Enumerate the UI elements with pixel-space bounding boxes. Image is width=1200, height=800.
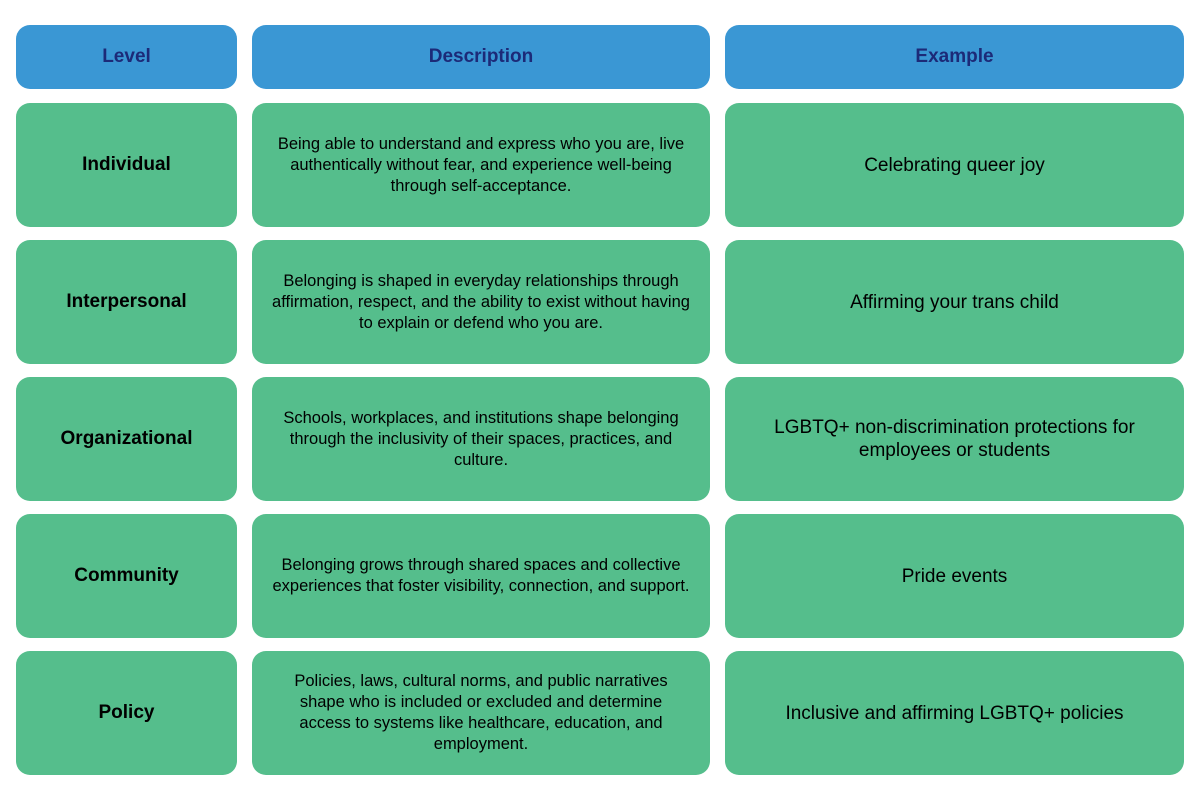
level-label: Policy [98,702,155,723]
level-cell-community: Community [16,514,237,638]
level-label: Community [74,565,179,586]
level-label: Interpersonal [66,291,187,312]
example-cell-interpersonal: Affirming your trans child [725,240,1184,364]
level-cell-interpersonal: Interpersonal [16,240,237,364]
example-cell-individual: Celebrating queer joy [725,103,1184,227]
level-cell-organizational: Organizational [16,377,237,501]
header-level: Level [16,25,237,89]
description-text: Belonging grows through shared spaces an… [272,556,690,595]
level-cell-policy: Policy [16,651,237,775]
description-cell-individual: Being able to understand and express who… [252,103,710,227]
description-cell-community: Belonging grows through shared spaces an… [252,514,710,638]
header-description-label: Description [428,46,534,67]
header-example-label: Example [915,46,994,67]
description-text: Schools, workplaces, and institutions sh… [283,408,679,469]
example-cell-community: Pride events [725,514,1184,638]
header-level-label: Level [102,46,151,67]
header-description: Description [252,25,710,89]
description-cell-policy: Policies, laws, cultural norms, and publ… [252,651,710,775]
description-text: Belonging is shaped in everyday relation… [272,271,690,332]
description-text: Policies, laws, cultural norms, and publ… [294,672,668,753]
description-cell-interpersonal: Belonging is shaped in everyday relation… [252,240,710,364]
description-cell-organizational: Schools, workplaces, and institutions sh… [252,377,710,501]
example-text: Pride events [901,565,1008,587]
example-text: LGBTQ+ non-discrimination protections fo… [774,417,1135,461]
level-label: Individual [82,154,171,175]
description-text: Being able to understand and express who… [277,134,685,195]
example-text: Affirming your trans child [850,291,1059,313]
example-cell-policy: Inclusive and affirming LGBTQ+ policies [725,651,1184,775]
header-example: Example [725,25,1184,89]
example-text: Inclusive and affirming LGBTQ+ policies [785,702,1124,724]
level-cell-individual: Individual [16,103,237,227]
example-cell-organizational: LGBTQ+ non-discrimination protections fo… [725,377,1184,501]
example-text: Celebrating queer joy [864,154,1045,176]
level-label: Organizational [60,428,193,449]
